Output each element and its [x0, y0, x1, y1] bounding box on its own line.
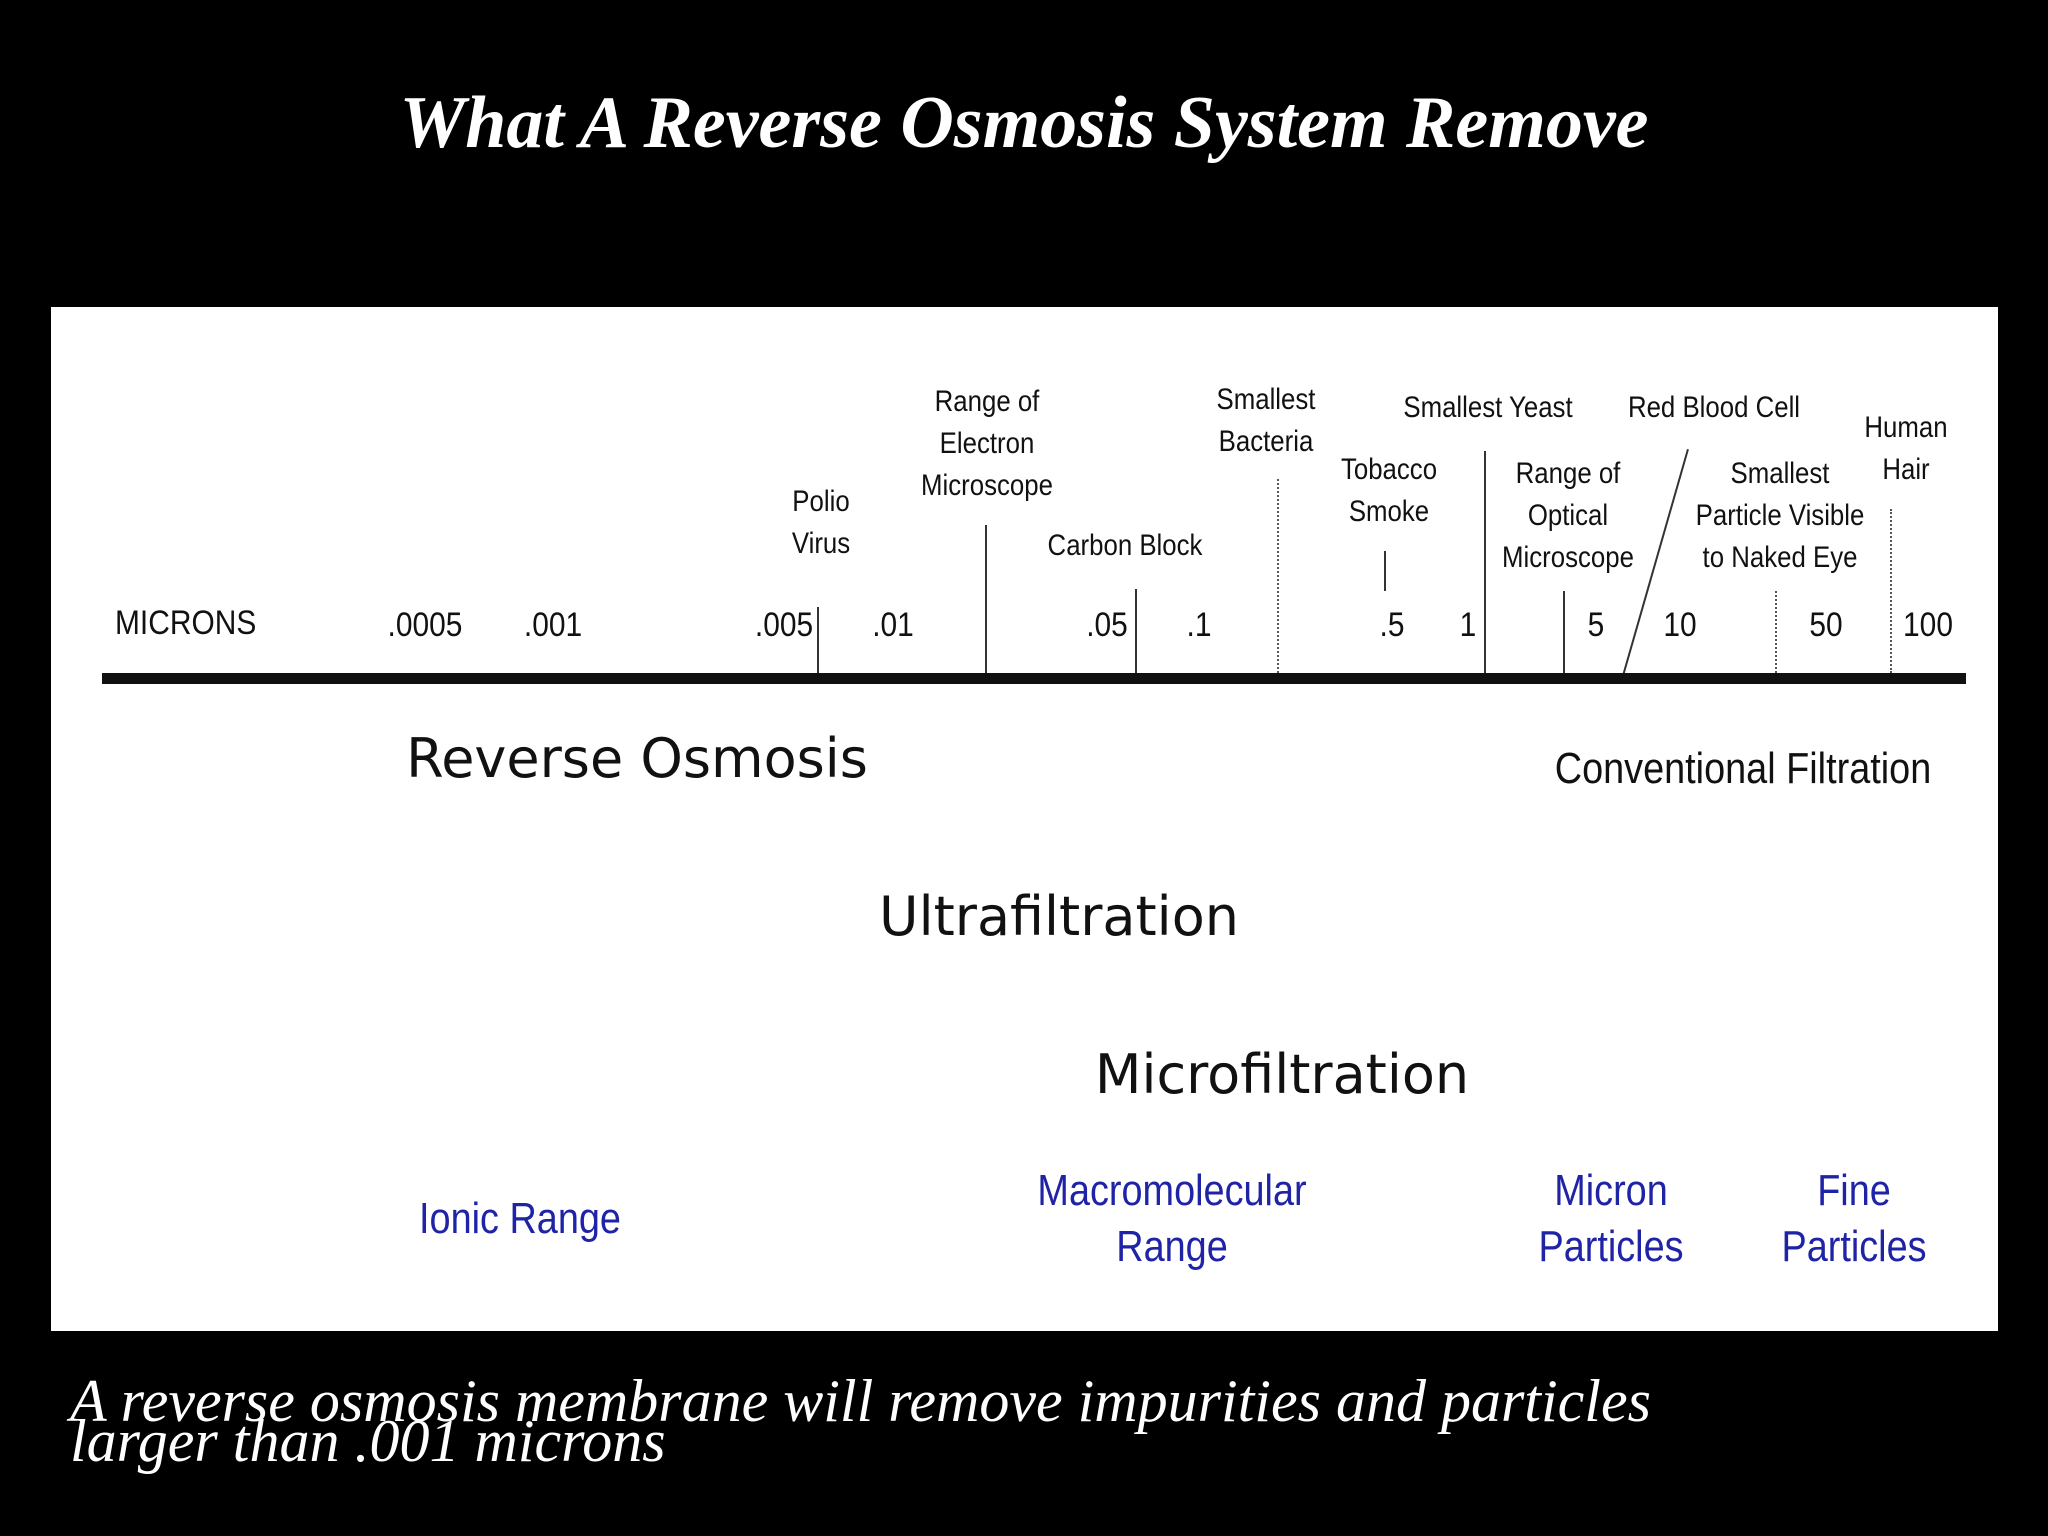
tick-label: 5	[1587, 606, 1605, 644]
marker-smallest-visible-particle: Smallest Particle Visible to Naked Eye	[1696, 453, 1865, 579]
size-class-line: Ionic Range	[419, 1194, 621, 1243]
slide-title: What A Reverse Osmosis System Remove	[399, 82, 1649, 164]
size-class-line: Fine	[1817, 1166, 1891, 1215]
tick-label: 10	[1663, 606, 1697, 644]
process-conventional-filtration: Conventional Filtration	[1554, 744, 1932, 793]
marker-line: Range of	[934, 385, 1040, 418]
tick-label: 100	[1903, 606, 1953, 644]
marker-line: Carbon Block	[1047, 529, 1203, 562]
tick-label: .05	[1086, 606, 1128, 644]
marker-carbon-block: Carbon Block	[1048, 525, 1203, 567]
tobacco-marker-line	[1384, 551, 1386, 591]
optical-microscope-marker-line	[1563, 591, 1565, 673]
size-class-line: Macromolecular	[1037, 1166, 1307, 1215]
marker-line: Smallest Yeast	[1403, 391, 1573, 424]
polio-marker-line	[817, 607, 819, 673]
marker-human-hair: Human Hair	[1864, 407, 1947, 491]
size-class-macromolecular-range: Macromolecular Range	[1037, 1163, 1306, 1275]
marker-line: Red Blood Cell	[1627, 391, 1801, 424]
human-hair-marker-line	[1890, 509, 1892, 673]
yeast-marker-line	[1484, 451, 1486, 673]
tick-label: .005	[754, 606, 814, 644]
marker-line: Optical	[1527, 499, 1609, 532]
micron-scale-axis	[102, 673, 1966, 684]
tick-label: 50	[1809, 606, 1843, 644]
electron-microscope-marker-line	[985, 525, 987, 673]
marker-line: Bacteria	[1218, 425, 1314, 458]
tick-label: .0005	[387, 606, 463, 644]
marker-line: to Naked Eye	[1702, 541, 1858, 574]
marker-polio-virus: Polio Virus	[792, 481, 850, 565]
marker-line: Electron	[939, 427, 1035, 460]
marker-line: Microscope	[921, 469, 1053, 502]
size-class-micron-particles: Micron Particles	[1538, 1163, 1683, 1275]
caption-line-2: larger than .001 microns	[70, 1408, 666, 1474]
tick-label: .001	[523, 606, 583, 644]
carbon-block-marker-line	[1135, 589, 1137, 673]
slide-caption: A reverse osmosis membrane will remove i…	[70, 1371, 2030, 1474]
marker-tobacco-smoke: Tobacco Smoke	[1341, 449, 1437, 533]
size-class-line: Micron	[1554, 1166, 1668, 1215]
marker-line: Particle Visible	[1695, 499, 1865, 532]
tick-label: .01	[872, 606, 914, 644]
marker-line: Smallest	[1730, 457, 1830, 490]
visible-particle-marker-line	[1775, 591, 1777, 673]
marker-line: Smoke	[1348, 495, 1430, 528]
marker-electron-microscope: Range of Electron Microscope	[921, 381, 1053, 507]
marker-line: Hair	[1882, 453, 1930, 486]
marker-line: Virus	[791, 527, 851, 560]
marker-optical-microscope: Range of Optical Microscope	[1502, 453, 1634, 579]
bacteria-marker-line	[1277, 479, 1279, 673]
size-class-line: Range	[1116, 1222, 1228, 1271]
marker-smallest-bacteria: Smallest Bacteria	[1217, 379, 1316, 463]
tick-label: 1	[1459, 606, 1477, 644]
marker-smallest-yeast: Smallest Yeast	[1403, 387, 1572, 429]
marker-line: Tobacco	[1340, 453, 1438, 486]
tick-label: .1	[1186, 606, 1212, 644]
process-microfiltration: Microfiltration	[1094, 1043, 1470, 1106]
process-reverse-osmosis: Reverse Osmosis	[406, 727, 868, 790]
marker-line: Smallest	[1216, 383, 1316, 416]
particle-size-chart: Polio Virus Range of Electron Microscope…	[51, 307, 1998, 1331]
marker-line: Human	[1864, 411, 1948, 444]
size-class-line: Particles	[1781, 1222, 1927, 1271]
size-class-ionic-range: Ionic Range	[419, 1191, 621, 1247]
process-ultrafiltration: Ultrafiltration	[879, 885, 1239, 948]
marker-red-blood-cell: Red Blood Cell	[1628, 387, 1800, 429]
marker-line: Range of	[1515, 457, 1621, 490]
marker-line: Microscope	[1502, 541, 1634, 574]
tick-label: .5	[1379, 606, 1405, 644]
size-class-line: Particles	[1538, 1222, 1684, 1271]
marker-line: Polio	[792, 485, 850, 518]
axis-label-microns: MICRONS	[115, 604, 257, 642]
size-class-fine-particles: Fine Particles	[1781, 1163, 1926, 1275]
